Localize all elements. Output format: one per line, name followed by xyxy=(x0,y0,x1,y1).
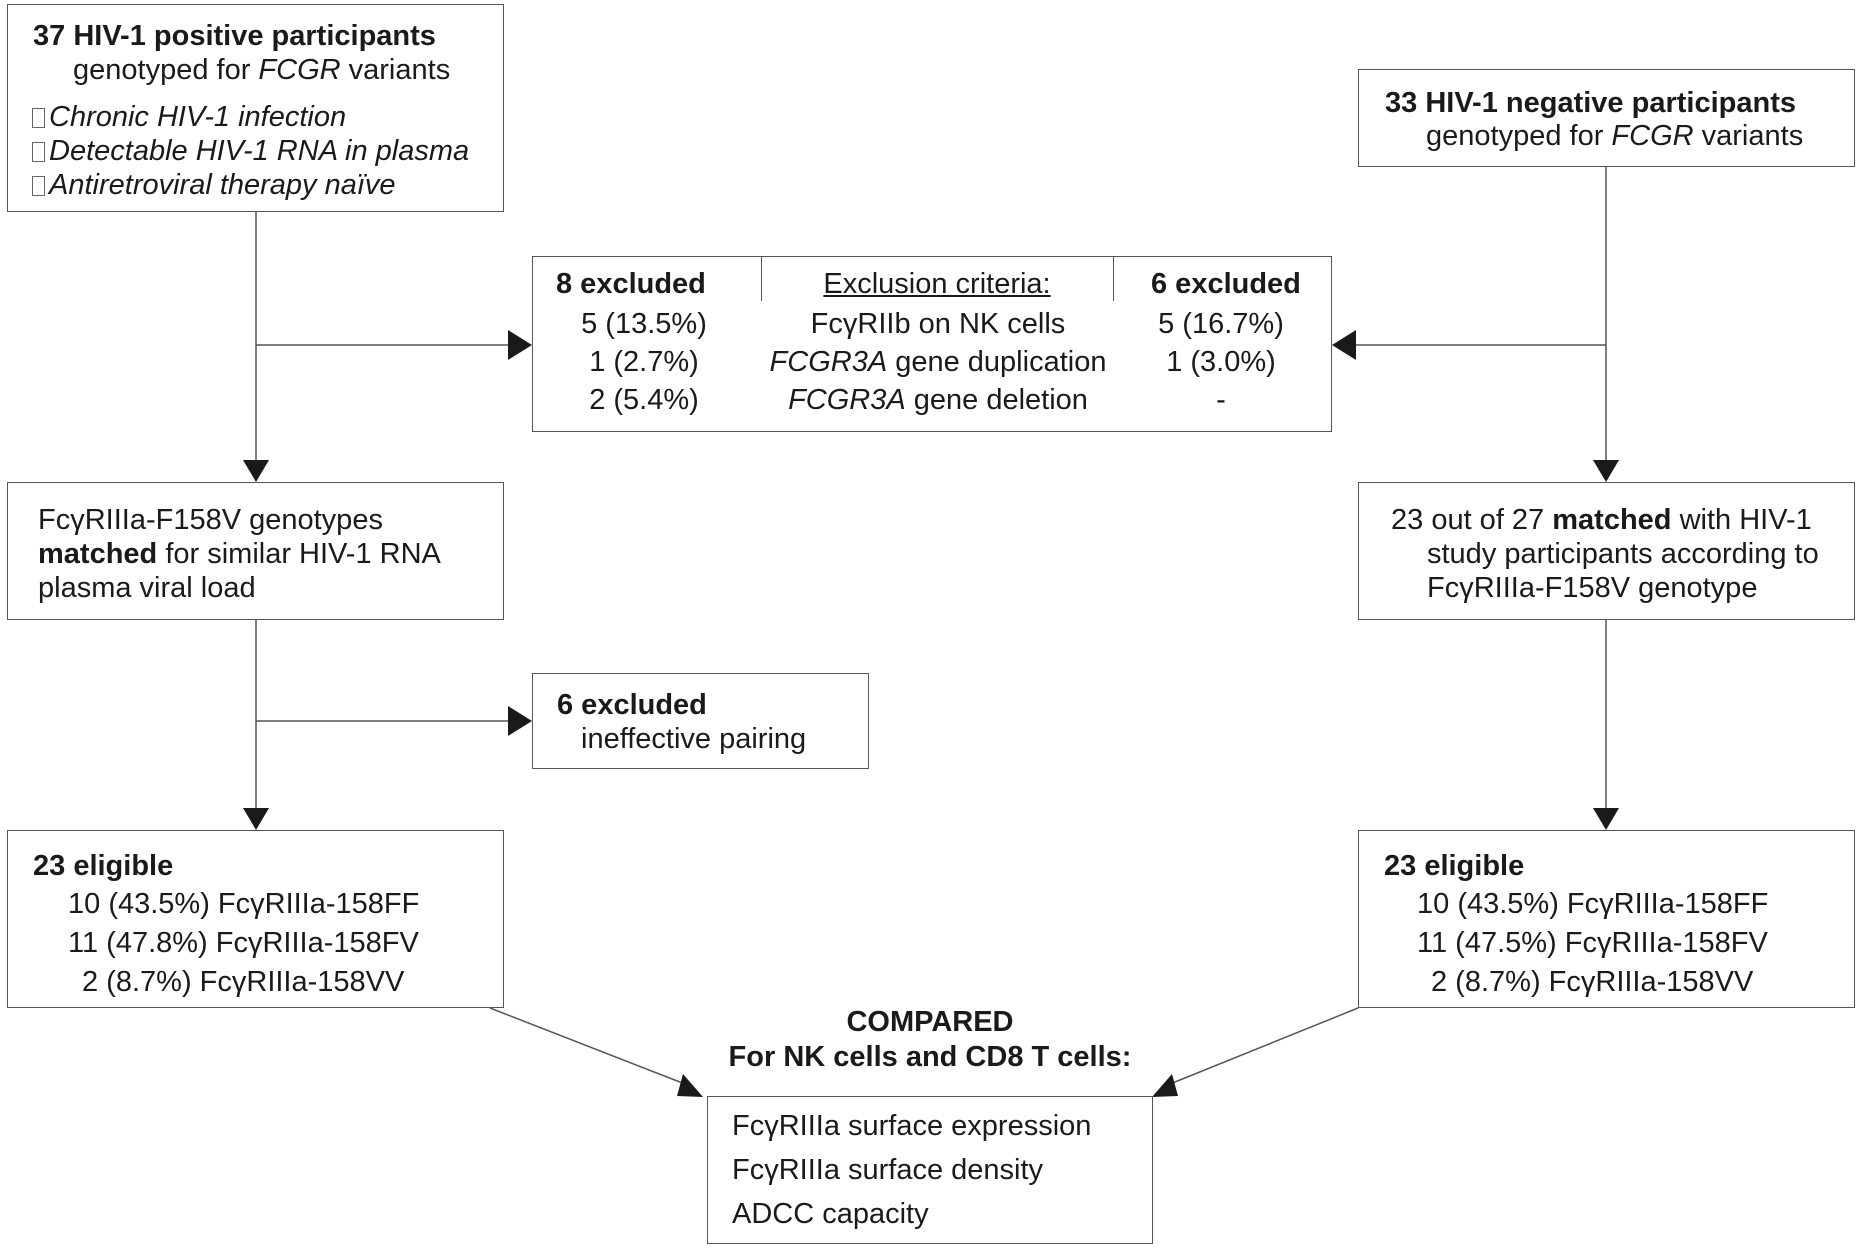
hiv-negative-genotyped: genotyped for FCGR variants xyxy=(1426,119,1803,153)
exclusion-right-count: 1 (3.0%) xyxy=(1166,346,1276,378)
arrow-to-left-eligible xyxy=(243,808,269,830)
compared-subtitle: For NK cells and CD8 T cells: xyxy=(728,1041,1132,1073)
pairing-exclusion-box: 6 excluded ineffective pairing xyxy=(532,673,869,769)
criteria-item: Detectable HIV-1 RNA in plasma xyxy=(32,134,469,168)
checkbox-icon xyxy=(32,176,45,196)
right-matched-line3: FcγRIIIa-F158V genotype xyxy=(1427,572,1758,604)
criterion-text: gene deletion xyxy=(905,384,1088,416)
matched-prefix: 23 out of 27 xyxy=(1391,504,1553,536)
checkbox-icon xyxy=(32,142,45,162)
genotyped-suffix: variants xyxy=(340,54,451,86)
criteria-label: Antiretroviral therapy naïve xyxy=(49,169,396,201)
criterion-gene: FCGR3A xyxy=(788,384,906,416)
arrow-left-to-compared xyxy=(677,1074,703,1097)
right-eligible-box: 23 eligible 10 (43.5%) FcγRIIIa-158FF 11… xyxy=(1358,830,1855,1008)
right-eligible-title: 23 eligible xyxy=(1384,850,1525,882)
pairing-exclusion-reason: ineffective pairing xyxy=(581,723,807,755)
arrow-to-exclusion-right xyxy=(1332,330,1356,360)
right-matched-line1: 23 out of 27 matched with HIV-1 xyxy=(1391,503,1812,537)
hiv-negative-box: 33 HIV-1 negative participants genotyped… xyxy=(1358,69,1855,167)
right-matched-box: 23 out of 27 matched with HIV-1 study pa… xyxy=(1358,482,1855,620)
exclusion-criterion: FcγRIIb on NK cells xyxy=(743,307,1133,341)
right-eligible-line: 10 (43.5%) FcγRIIIa-158FF xyxy=(1417,888,1769,920)
arrow-to-left-matched xyxy=(243,460,269,482)
compared-item: FcγRIIIa surface expression xyxy=(732,1110,1092,1142)
matched-word: matched xyxy=(38,538,158,570)
criteria-label: Detectable HIV-1 RNA in plasma xyxy=(49,135,470,167)
exclusion-criterion: FCGR3A gene deletion xyxy=(743,383,1133,417)
arrow-to-right-eligible xyxy=(1593,808,1619,830)
criteria-item: Antiretroviral therapy naïve xyxy=(32,168,396,202)
left-matched-line3: plasma viral load xyxy=(38,572,256,604)
hiv-positive-title: 37 HIV-1 positive participants xyxy=(33,20,436,52)
right-eligible-line: 2 (8.7%) FcγRIIIa-158VV xyxy=(1431,966,1754,998)
genotyped-prefix: genotyped for xyxy=(73,54,259,86)
left-matched-line1: FcγRIIIa-F158V genotypes xyxy=(38,504,383,536)
exclusion-criteria-header: Exclusion criteria: xyxy=(823,268,1051,300)
matched-rest: for similar HIV-1 RNA xyxy=(157,538,441,570)
left-eligible-line: 10 (43.5%) FcγRIIIa-158FF xyxy=(68,888,420,920)
arrow-to-pairing xyxy=(508,706,532,736)
arrow-right-to-compared xyxy=(1152,1074,1178,1097)
exclusion-right-header: 6 excluded xyxy=(1151,268,1301,300)
matched-suffix: with HIV-1 xyxy=(1671,504,1812,536)
compared-box: FcγRIIIa surface expression FcγRIIIa sur… xyxy=(707,1096,1153,1244)
left-eligible-box: 23 eligible 10 (43.5%) FcγRIIIa-158FF 11… xyxy=(7,830,504,1008)
left-matched-line2: matched for similar HIV-1 RNA xyxy=(38,537,441,571)
matched-word: matched xyxy=(1552,504,1672,536)
hiv-negative-title: 33 HIV-1 negative participants xyxy=(1385,87,1796,119)
exclusion-right-count: 5 (16.7%) xyxy=(1158,308,1284,340)
left-matched-box: FcγRIIIa-F158V genotypes matched for sim… xyxy=(7,482,504,620)
hiv-positive-genotyped: genotyped for FCGR variants xyxy=(73,53,450,87)
left-eligible-title: 23 eligible xyxy=(33,850,174,882)
gene-name: FCGR xyxy=(1611,120,1694,152)
exclusion-left-count: 1 (2.7%) xyxy=(589,346,699,378)
criterion-gene: FCGR3A xyxy=(769,346,888,378)
criteria-item: Chronic HIV-1 infection xyxy=(32,100,346,134)
compared-title: COMPARED xyxy=(846,1006,1014,1038)
exclusion-divider xyxy=(1113,257,1114,301)
left-eligible-line: 11 (47.8%) FcγRIIIa-158FV xyxy=(68,927,419,959)
criterion-text: gene duplication xyxy=(887,346,1107,378)
exclusion-left-header: 8 excluded xyxy=(556,268,706,300)
pairing-exclusion-title: 6 excluded xyxy=(557,689,707,721)
criteria-label: Chronic HIV-1 infection xyxy=(49,101,347,133)
criterion-text: FcγRIIb on NK cells xyxy=(810,308,1066,340)
genotyped-suffix: variants xyxy=(1693,120,1804,152)
arrow-to-right-matched xyxy=(1593,460,1619,482)
compared-item: FcγRIIIa surface density xyxy=(732,1154,1044,1186)
exclusion-left-count: 2 (5.4%) xyxy=(589,384,699,416)
gene-name: FCGR xyxy=(258,54,341,86)
exclusion-right-count: - xyxy=(1216,384,1226,416)
genotyped-prefix: genotyped for xyxy=(1426,120,1612,152)
exclusion-left-count: 5 (13.5%) xyxy=(581,308,707,340)
exclusion-box: 8 excluded Exclusion criteria: 6 exclude… xyxy=(532,256,1332,432)
checkbox-icon xyxy=(32,108,45,128)
right-eligible-line: 11 (47.5%) FcγRIIIa-158FV xyxy=(1417,927,1768,959)
arrow-to-exclusion-left xyxy=(508,330,532,360)
exclusion-criterion: FCGR3A gene duplication xyxy=(743,345,1133,379)
compared-item: ADCC capacity xyxy=(732,1198,929,1230)
exclusion-divider xyxy=(761,257,762,301)
left-eligible-line: 2 (8.7%) FcγRIIIa-158VV xyxy=(82,966,405,998)
right-matched-line2: study participants according to xyxy=(1427,538,1819,570)
hiv-positive-box: 37 HIV-1 positive participants genotyped… xyxy=(7,4,504,212)
